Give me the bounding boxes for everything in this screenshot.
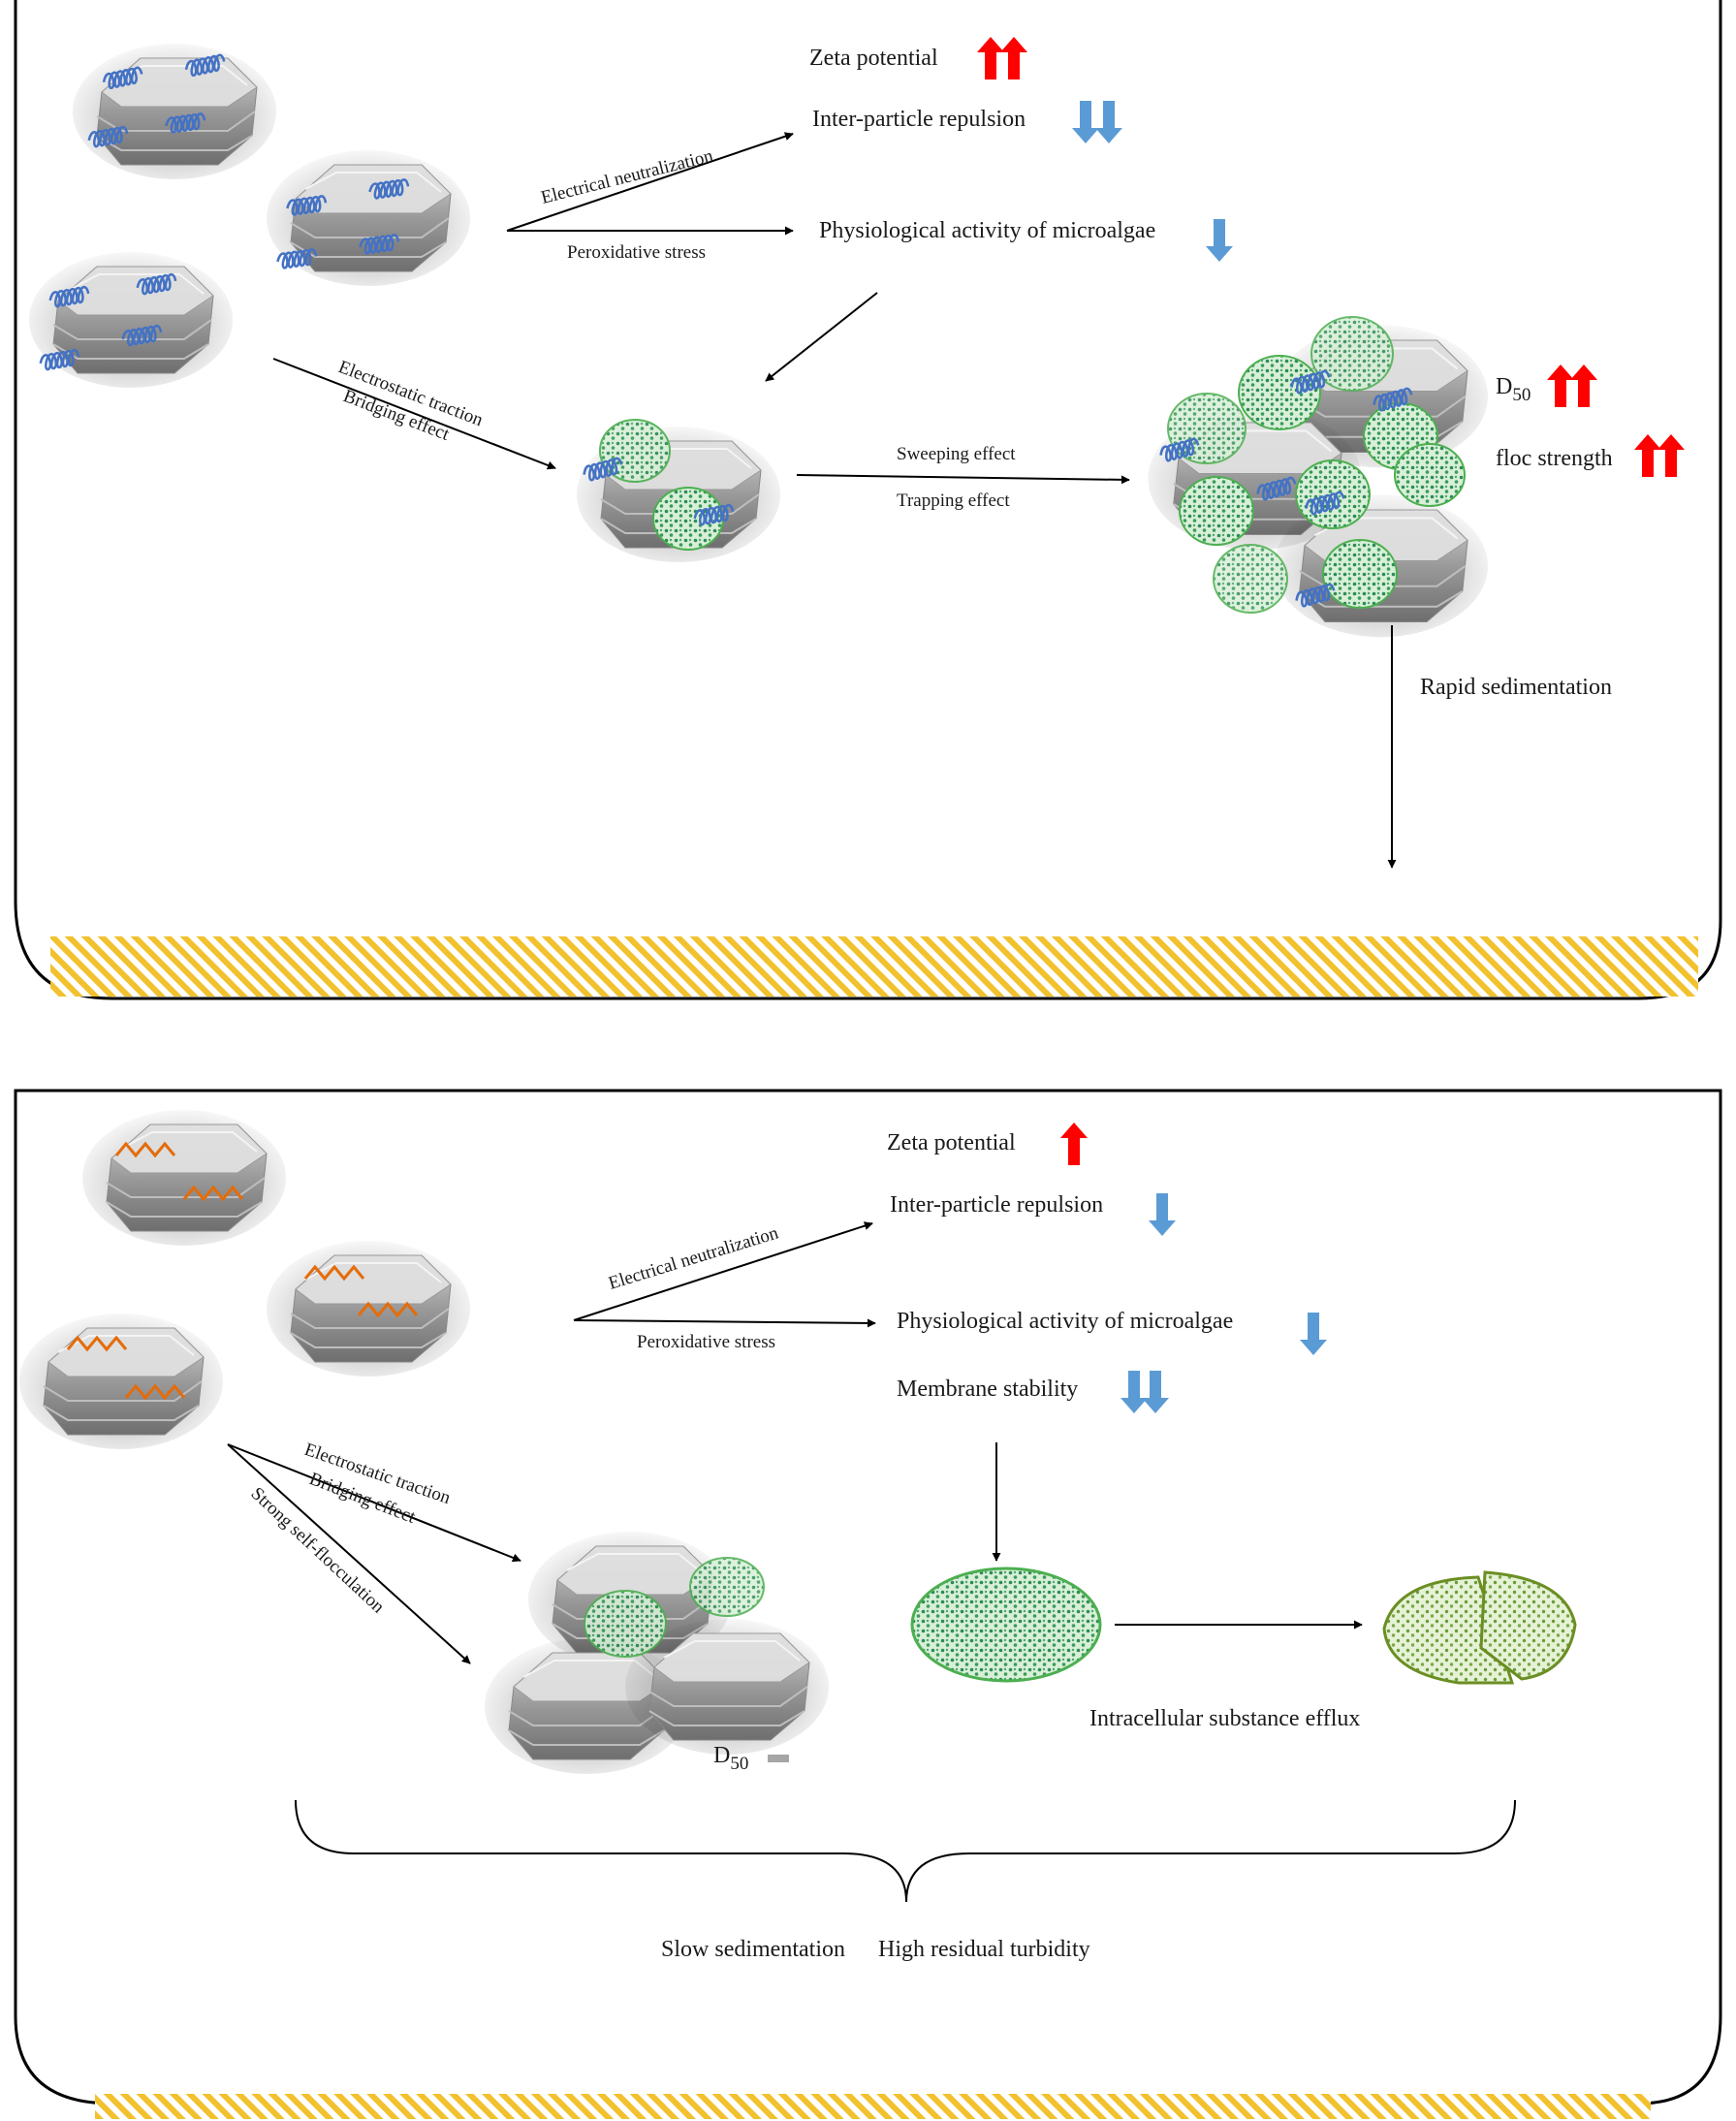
large-floc [1147, 316, 1490, 639]
algae-cell-icon [584, 1590, 667, 1658]
top-elec-neutral-label: Electrical neutralization [539, 145, 715, 208]
bottom-sediment-layer [95, 2094, 1651, 2119]
bottom-panel: Electrical neutralization Peroxidative s… [14, 1089, 1722, 2119]
top-sediment-layer [50, 936, 1698, 997]
clay-algae-complex [484, 1531, 830, 1775]
decrease-arrow-icon [1206, 219, 1233, 262]
decrease-arrow-icon [1121, 1371, 1169, 1413]
decrease-arrow-icon [1300, 1313, 1327, 1355]
top-physio-label: Physiological activity of microalgae [819, 218, 1155, 243]
bottom-repulsion-label: Inter-particle repulsion [890, 1192, 1103, 1218]
bottom-efflux-label: Intracellular substance efflux [1089, 1706, 1360, 1731]
decrease-arrow-icon [1072, 101, 1122, 143]
increase-arrow-icon [1547, 364, 1597, 407]
top-zeta-label: Zeta potential [809, 46, 938, 71]
algae-cell-icon [599, 419, 671, 483]
bottom-peroxidative-label: Peroxidative stress [637, 1332, 775, 1352]
bottom-d50-label: D50 [713, 1743, 748, 1774]
bracket [295, 1799, 1516, 1903]
clay-particle-icon [81, 1109, 287, 1247]
bottom-physio-label: Physiological activity of microalgae [897, 1309, 1233, 1334]
top-sediment-label: Rapid sedimentation [1420, 675, 1612, 700]
top-repulsion-label: Inter-particle repulsion [812, 107, 1026, 132]
top-trapping-label: Trapping effect [897, 491, 1010, 511]
clay-particle-icon [266, 149, 471, 287]
top-d50-label: D50 [1496, 374, 1531, 405]
bottom-turbidity-label: High residual turbidity [878, 1937, 1090, 1962]
neutral-marker-icon [768, 1755, 789, 1762]
bottom-slow-sed-label: Slow sedimentation [661, 1937, 845, 1962]
algae-cell-icon [910, 1567, 1102, 1683]
bottom-membrane-label: Membrane stability [897, 1377, 1078, 1402]
top-panel: Electrical neutralization Peroxidative s… [14, 0, 1722, 1000]
bottom-zeta-label: Zeta potential [887, 1130, 1016, 1155]
broken-cell-icon [1382, 1570, 1577, 1685]
clay-particle-icon [72, 43, 277, 180]
increase-arrow-icon [1634, 434, 1685, 477]
top-container [14, 0, 1722, 1000]
clay-algae-complex [576, 419, 781, 563]
clay-particle-icon [266, 1240, 471, 1377]
clay-particle-icon [28, 251, 234, 389]
increase-arrow-icon [1060, 1123, 1088, 1165]
top-sweeping-label: Sweeping effect [897, 444, 1016, 464]
clay-particle-icon [18, 1313, 224, 1450]
algae-cell-icon [689, 1557, 765, 1617]
bottom-elec-neutral-label: Electrical neutralization [606, 1222, 781, 1293]
top-floc-label: floc strength [1496, 446, 1613, 471]
decrease-arrow-icon [1149, 1193, 1176, 1236]
top-peroxidative-label: Peroxidative stress [567, 242, 706, 263]
increase-arrow-icon [977, 37, 1027, 79]
